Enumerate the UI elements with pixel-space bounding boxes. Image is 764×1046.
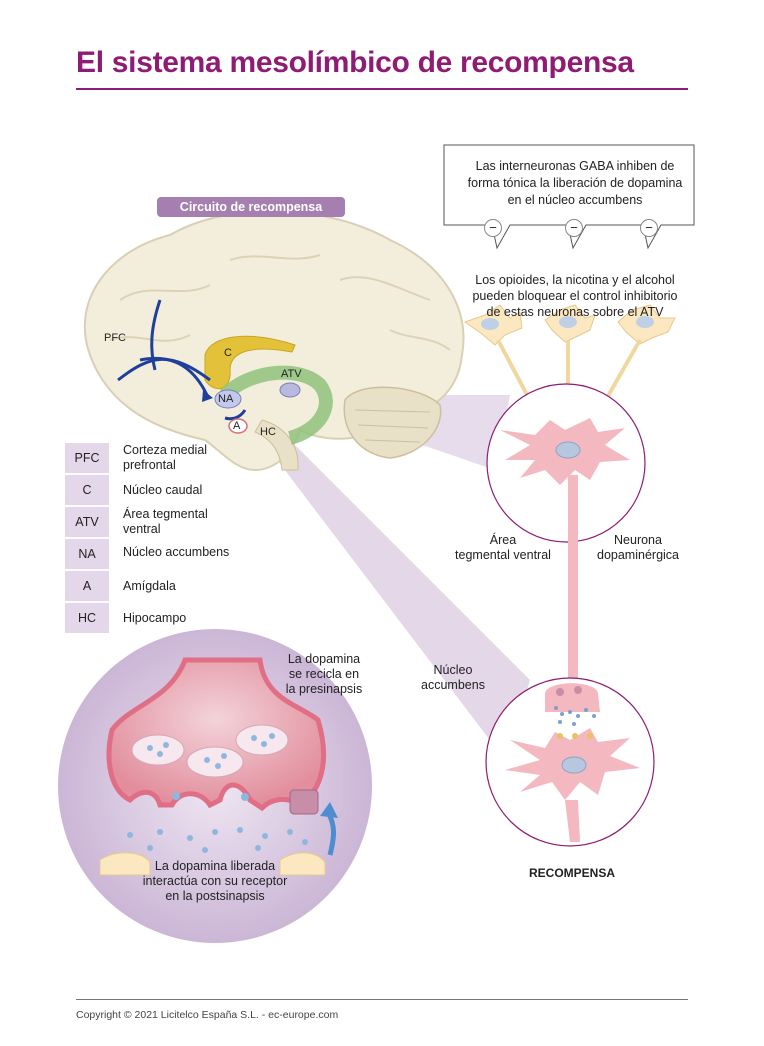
legend-row: C Núcleo caudal — [65, 475, 345, 505]
brain-label-pfc: PFC — [104, 332, 126, 344]
legend-abbr: HC — [65, 603, 109, 633]
legend-desc: Amígdala — [123, 579, 176, 593]
footer-divider — [76, 999, 688, 1000]
na-marker — [214, 389, 242, 409]
brain-label-atv: ATV — [281, 368, 302, 380]
legend-abbr: ATV — [65, 507, 109, 537]
legend-desc: Núcleo accumbens — [123, 545, 230, 559]
legend-desc: Núcleo caudal — [123, 483, 203, 497]
inhibit-icon: − — [484, 219, 502, 237]
dopaminergic-axon — [568, 475, 578, 685]
legend-abbr: A — [65, 571, 109, 601]
brain-label-hc: HC — [260, 426, 276, 438]
atv-marker — [279, 382, 301, 398]
circuit-label: Circuito de recompensa — [157, 197, 345, 217]
inhibit-icon: − — [640, 219, 658, 237]
presynaptic-terminal — [106, 657, 327, 812]
amygdala-marker — [228, 418, 248, 434]
legend-row: NA Núcleo accumbens — [65, 539, 345, 569]
brain-label-c: C — [224, 347, 232, 359]
mesolimbic-pathway — [220, 365, 333, 445]
page-title: El sistema mesolímbico de recompensa — [76, 46, 634, 79]
inhibit-icon: − — [565, 219, 583, 237]
na-zoom-cone — [262, 432, 530, 760]
brain-label-na: NA — [218, 393, 234, 405]
legend-row: HC Hipocampo — [65, 603, 345, 633]
legend-abbr: NA — [65, 539, 109, 569]
legend-row: A Amígdala — [65, 571, 345, 601]
copyright: Copyright © 2021 Licitelco España S.L. -… — [76, 1009, 339, 1021]
legend-abbr: C — [65, 475, 109, 505]
opioid-text: Los opioides, la nicotina y el alcohol p… — [472, 273, 678, 319]
legend-abbr: PFC — [65, 443, 109, 473]
receptor — [289, 789, 319, 815]
reward-label: RECOMPENSA — [528, 866, 615, 880]
legend-desc: Hipocampo — [123, 611, 187, 625]
title-divider — [76, 88, 688, 90]
gaba-callout-text: Las interneuronas GABA inhiben de forma … — [467, 159, 683, 207]
brain-label-a: A — [233, 420, 241, 432]
brain-illustration — [83, 210, 465, 472]
